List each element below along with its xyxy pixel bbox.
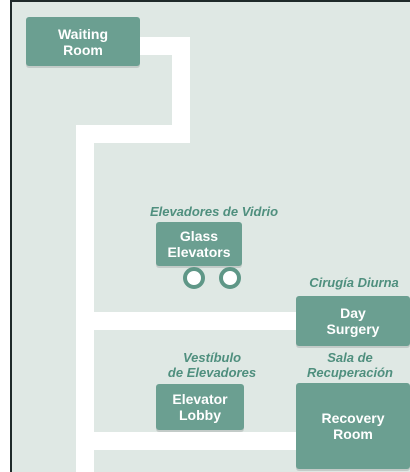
corridor-left-vertical — [76, 125, 94, 472]
corridor-upper-horizontal — [76, 125, 190, 143]
elevator-ring-icon — [183, 267, 205, 289]
glass-elevators-label-line1: Glass — [179, 228, 219, 244]
recovery-room-label-line2: Room — [333, 426, 373, 442]
waiting-room-label-line1: Waiting — [57, 25, 109, 42]
day-surgery-spanish-label: Cirugía Diurna — [309, 275, 399, 290]
elevator-lobby-label-line1: Elevator — [172, 391, 228, 407]
corridor-lower-horizontal — [76, 432, 302, 450]
day-surgery-label-line1: Day — [340, 305, 366, 321]
recovery-room-label-line1: Recovery — [321, 410, 385, 426]
recovery-room-spanish-label-line2: Recuperación — [307, 365, 393, 380]
recovery-room[interactable]: Recovery Room — [296, 383, 410, 469]
day-surgery-label-line2: Surgery — [326, 321, 380, 337]
day-surgery[interactable]: Day Surgery — [296, 296, 410, 346]
waiting-room-label-line2: Room — [63, 41, 103, 58]
elevator-lobby-spanish-label-line2: de Elevadores — [167, 365, 257, 380]
recovery-room-spanish-label-line1: Sala de — [327, 350, 373, 365]
corridor-middle-horizontal — [76, 312, 302, 330]
elevator-lobby[interactable]: Elevator Lobby — [156, 384, 244, 430]
glass-elevators-spanish-label: Elevadores de Vidrio — [149, 204, 279, 219]
glass-elevators[interactable]: Glass Elevators — [156, 222, 242, 266]
waiting-room[interactable]: Waiting Room — [26, 17, 140, 66]
elevator-lobby-label-line2: Lobby — [179, 407, 221, 423]
elevator-lobby-spanish-label-line1: Vestíbulo — [182, 350, 242, 365]
floor-map: Waiting Room Elevadores de Vidrio Glass … — [10, 0, 410, 472]
glass-elevators-label-line2: Elevators — [167, 244, 231, 260]
corridor-right-vertical — [172, 37, 190, 143]
elevator-ring-icon — [219, 267, 241, 289]
